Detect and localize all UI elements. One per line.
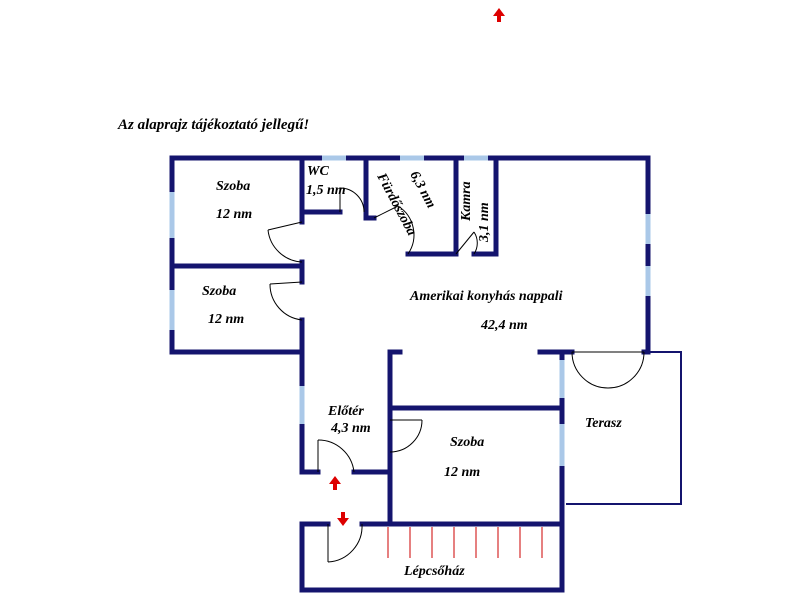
room-name-terasz: Terasz [585, 416, 622, 431]
north-arrow-icon [493, 8, 505, 22]
room-name-szoba-mid-left: Szoba [202, 284, 236, 299]
room-area-szoba-bottom: 12 nm [444, 465, 480, 480]
room-area-nappali: 42,4 nm [480, 318, 528, 333]
room-name-szoba-bottom: Szoba [450, 435, 484, 450]
room-name-lepcsohaz: Lépcsőház [403, 564, 465, 579]
room-area-szoba-top-left: 12 nm [216, 207, 252, 222]
room-name-eloter: Előtér [327, 404, 364, 419]
entrance-arrow-up-icon [329, 476, 341, 490]
terrace-outline [566, 351, 682, 505]
room-area-kamra: 3,1 nm [477, 202, 492, 243]
room-name-kamra: Kamra [459, 181, 474, 222]
stair-steps [387, 527, 543, 558]
room-area-wc: 1,5 nm [306, 183, 346, 198]
room-area-szoba-mid-left: 12 nm [208, 312, 244, 327]
windows [169, 155, 651, 466]
doors [267, 187, 645, 563]
entrance-arrow-down-icon [337, 512, 349, 526]
room-name-nappali: Amerikai konyhás nappali [409, 289, 563, 304]
room-area-eloter: 4,3 nm [330, 421, 371, 436]
room-area-furdoszoba: 6,3 nm [406, 169, 438, 211]
room-name-wc: WC [307, 164, 329, 179]
disclaimer-note: Az alaprajz tájékoztató jellegű! [117, 117, 309, 133]
room-name-szoba-top-left: Szoba [216, 179, 250, 194]
